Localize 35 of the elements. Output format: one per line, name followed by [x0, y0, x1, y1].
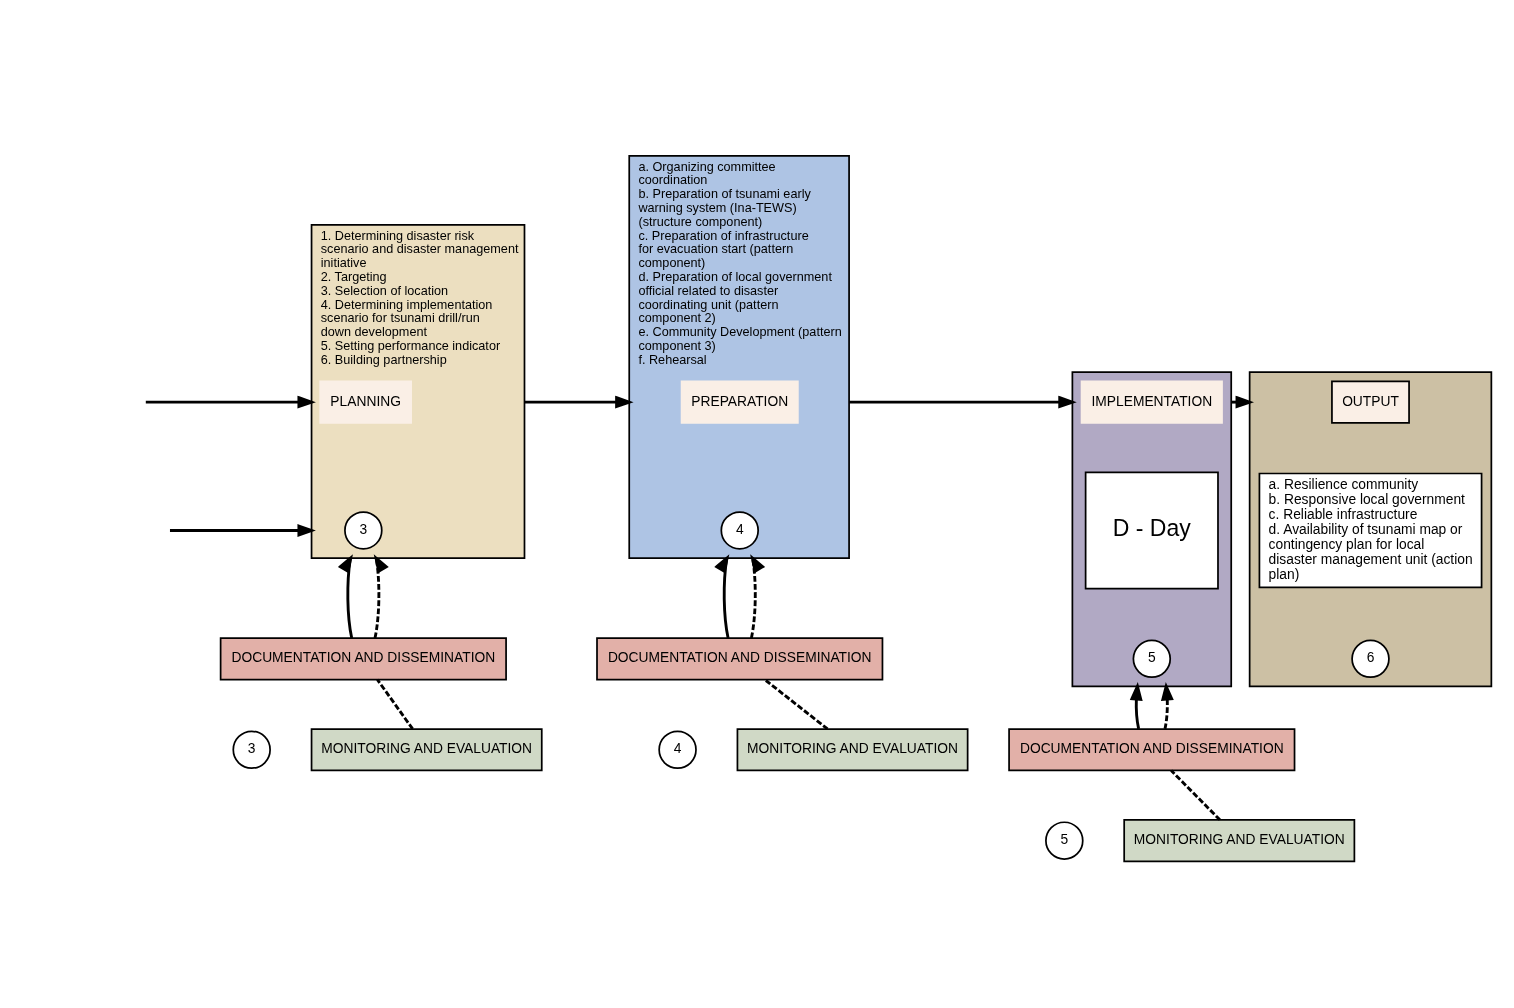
node-circle: 5 — [1045, 821, 1084, 860]
node-box: PREPARATION — [680, 380, 799, 424]
node-box: D - Day — [1084, 471, 1219, 590]
connector — [376, 678, 414, 730]
node-circle: 3 — [344, 511, 383, 550]
arrow — [1129, 682, 1143, 730]
node-box: DOCUMENTATION AND DISSEMINATION — [1008, 728, 1296, 772]
arrow — [1231, 395, 1254, 409]
node-box: MONITORING AND EVALUATION — [310, 728, 543, 772]
node-box: DOCUMENTATION AND DISSEMINATION — [596, 637, 884, 681]
arrow — [524, 395, 634, 409]
node-circle: 5 — [1132, 639, 1172, 679]
node-box: OUTPUT — [1331, 380, 1410, 424]
arrow — [749, 554, 766, 639]
arrow — [373, 554, 389, 639]
arrow — [714, 554, 730, 639]
node-circle: 4 — [658, 730, 697, 770]
node-box: PLANNING — [319, 380, 412, 424]
arrow — [849, 395, 1077, 409]
node-circle: 3 — [232, 730, 271, 770]
node-box: IMPLEMENTATION — [1080, 380, 1223, 424]
arrow — [169, 524, 316, 537]
node-circle: 6 — [1351, 639, 1390, 679]
node-box: a. Resilience community b. Responsive local government c. Reliable infrastructure d. Availability of tsunami map or contingency plan for local disaster management unit (action plan) — [1258, 472, 1483, 589]
arrow — [145, 395, 316, 409]
connector — [763, 678, 829, 731]
arrow — [337, 554, 354, 639]
node-circle: 4 — [720, 511, 759, 550]
cluster — [1071, 371, 1233, 688]
node-box: MONITORING AND EVALUATION — [736, 728, 969, 772]
node-box: MONITORING AND EVALUATION — [1123, 819, 1356, 863]
arrow — [1160, 682, 1174, 730]
connector — [1170, 769, 1221, 821]
cluster — [1248, 371, 1493, 688]
node-box: DOCUMENTATION AND DISSEMINATION — [219, 637, 507, 681]
